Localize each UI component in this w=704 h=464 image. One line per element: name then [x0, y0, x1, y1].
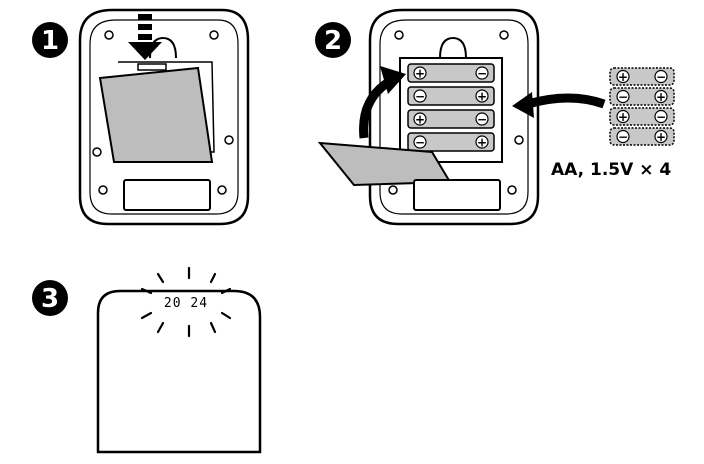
battery: + − [407, 63, 495, 83]
svg-text:−: − [415, 136, 425, 150]
step-3-badge [32, 280, 68, 316]
latch-2 [439, 36, 467, 59]
screws-1 [92, 30, 234, 195]
battery: − + [407, 132, 495, 152]
svg-text:−: − [618, 90, 628, 104]
svg-text:−: − [415, 90, 425, 104]
svg-text:+: + [656, 90, 666, 104]
step-1-number: 1 [41, 26, 59, 56]
svg-text:−: − [477, 67, 487, 81]
svg-text:+: + [477, 136, 487, 150]
loose-batteries: + − − + + − − [609, 67, 675, 146]
svg-text:−: − [656, 70, 666, 84]
step-1: 1 [32, 8, 250, 226]
svg-text:+: + [415, 113, 425, 127]
svg-text:−: − [618, 130, 628, 144]
insert-batteries-arrow-head [512, 92, 534, 118]
device-back-1-inner [89, 19, 239, 215]
svg-text:+: + [656, 130, 666, 144]
battery-spec-label: AA, 1.5V × 4 [551, 160, 671, 180]
push-down-arrow [128, 14, 162, 60]
step-2-badge [315, 22, 351, 58]
display-readout: 20 24 [164, 296, 208, 311]
label-recess-1 [123, 179, 211, 211]
step-1-badge [32, 22, 68, 58]
svg-text:+: + [477, 90, 487, 104]
installed-batteries: + − − + + − − [407, 63, 495, 152]
device-front [96, 289, 262, 454]
svg-text:−: − [477, 113, 487, 127]
step-3-number: 3 [41, 284, 59, 314]
battery: − + [609, 87, 675, 106]
device-back-2-inner [379, 19, 529, 215]
battery: − + [407, 86, 495, 106]
battery-cover-1 [98, 66, 214, 163]
step-3: 3 20 24 [32, 266, 262, 454]
remove-cover-arrow-head [380, 66, 406, 94]
step-2-number: 2 [324, 26, 342, 56]
blinking-rays [140, 266, 232, 338]
battery: + − [407, 109, 495, 129]
battery: + − [609, 67, 675, 86]
svg-text:+: + [618, 70, 628, 84]
insert-batteries-arrow [526, 93, 606, 109]
battery: + − [609, 107, 675, 126]
svg-text:+: + [618, 110, 628, 124]
svg-text:+: + [415, 67, 425, 81]
battery: − + [609, 127, 675, 146]
latch-tab-1 [137, 63, 167, 71]
svg-text:−: − [656, 110, 666, 124]
label-recess-2 [413, 179, 501, 211]
step-2: 2 + − − + [315, 8, 675, 226]
